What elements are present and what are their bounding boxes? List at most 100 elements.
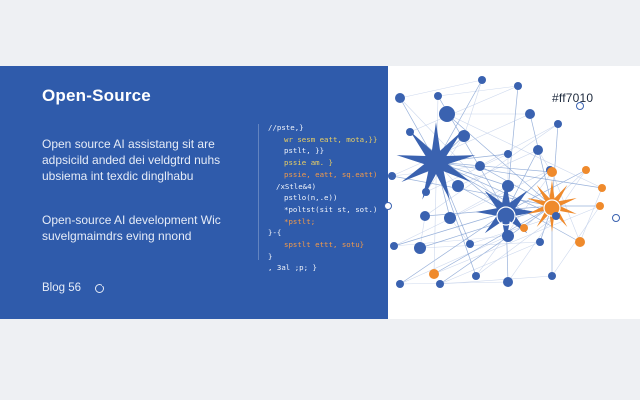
paragraph-line: suvelgmaimdrs eving nnond	[42, 229, 192, 243]
network-edge	[457, 149, 539, 187]
network-node	[434, 92, 442, 100]
code-line: *poltst(sit st, sot.)	[284, 204, 378, 214]
network-edge	[449, 185, 509, 219]
network-node	[396, 280, 404, 288]
network-node	[444, 212, 456, 224]
network-node	[536, 238, 544, 246]
paragraph-line: Open source AI assistang sit are	[42, 137, 215, 151]
network-node	[520, 224, 528, 232]
page-title: Open-Source	[42, 86, 151, 105]
network-edge	[435, 161, 603, 189]
network-node	[472, 272, 480, 280]
network-node	[390, 242, 398, 250]
network-edge	[505, 169, 587, 213]
code-line: pssie am. }	[284, 158, 333, 168]
network-node	[422, 188, 430, 196]
network-hub	[396, 122, 476, 200]
code-line: //pste,}	[268, 123, 304, 132]
network-edge	[433, 205, 553, 275]
network-node	[514, 82, 522, 90]
network-edge	[393, 211, 507, 247]
code-line: }	[268, 251, 273, 261]
network-edge	[479, 165, 553, 207]
network-graph-illustration	[384, 76, 620, 288]
network-edge	[437, 85, 519, 97]
divider	[258, 124, 259, 260]
network-hub	[527, 180, 577, 232]
network-edge	[507, 169, 587, 283]
network-node	[414, 242, 426, 254]
network-edge	[399, 235, 509, 285]
network-node	[388, 172, 396, 180]
network-node	[554, 120, 562, 128]
network-node	[436, 280, 444, 288]
code-line: }-{	[268, 228, 282, 238]
network-node	[406, 128, 414, 136]
network-node	[552, 212, 560, 220]
description-paragraph-1: Open source AI assistang sit are adpsici…	[42, 136, 220, 184]
network-edge	[433, 205, 601, 275]
network-edge	[425, 153, 509, 193]
network-edge	[439, 275, 553, 285]
network-node	[575, 237, 585, 247]
network-edge	[393, 169, 551, 247]
paragraph-line: adpsicild anded dei veldgtrd nuhs	[42, 153, 221, 167]
network-edge	[446, 113, 553, 207]
code-snippet: //pste,} wr sesm eatt, mota,}} pstlt, }} ps…	[268, 122, 377, 274]
code-line: /xStle&4)	[276, 181, 317, 191]
network-node	[504, 150, 512, 158]
network-edge	[446, 113, 603, 189]
network-edge	[424, 123, 559, 217]
network-node	[547, 167, 557, 177]
paragraph-line: ubsiema int texdic dinglhabu	[42, 169, 194, 183]
network-node	[478, 76, 486, 84]
network-node	[458, 130, 470, 142]
network-node	[533, 145, 543, 155]
network-node	[582, 166, 590, 174]
network-edge	[439, 241, 541, 285]
network-node	[466, 240, 474, 248]
code-line: pstlt, }}	[284, 146, 325, 156]
network-edge	[391, 175, 553, 207]
network-node	[502, 230, 514, 242]
code-line: wr sesm eatt, mota,}}	[284, 134, 378, 144]
hex-color-label: #ff7010	[552, 91, 594, 105]
network-node	[502, 180, 514, 192]
description-paragraph-2: Open-source AI development Wic suvelgmai…	[42, 212, 221, 244]
network-node	[395, 93, 405, 103]
network-node-hollow	[384, 202, 392, 210]
hero-banner: Open-Source Open source AI assistang sit…	[0, 66, 640, 319]
network-node	[429, 269, 439, 279]
network-hub-ring	[496, 206, 516, 226]
code-line: pstlo(n,.e))	[284, 193, 338, 203]
code-line: *pstlt;	[284, 216, 316, 226]
network-node	[475, 161, 485, 171]
network-node	[525, 109, 535, 119]
network-node	[598, 184, 606, 192]
network-node-hollow	[576, 102, 584, 110]
refresh-icon[interactable]	[95, 282, 106, 293]
code-line: pssie, eatt, sq.eatt)	[284, 169, 378, 179]
network-edge	[479, 123, 559, 167]
network-edge	[505, 149, 539, 213]
network-edge	[399, 79, 483, 99]
network-node	[420, 211, 430, 221]
network-node	[596, 202, 604, 210]
network-node	[503, 277, 513, 287]
network-node	[439, 106, 455, 122]
network-node	[452, 180, 464, 192]
network-edge	[391, 113, 531, 177]
network-edge	[399, 211, 507, 285]
code-line: , 3al ;p; }	[268, 263, 317, 273]
network-edge	[475, 215, 557, 277]
code-line: spstlt ettt, sotu}	[284, 240, 365, 250]
network-edge	[579, 187, 603, 243]
network-edge	[529, 113, 553, 207]
network-edge	[463, 79, 483, 137]
network-edge	[435, 161, 553, 173]
blog-label[interactable]: Blog 56	[42, 282, 82, 294]
network-node-hollow	[612, 214, 620, 222]
paragraph-line: Open-source AI development Wic	[42, 213, 221, 227]
blog-footer[interactable]: Blog 56	[42, 282, 106, 294]
network-edge	[409, 85, 519, 133]
